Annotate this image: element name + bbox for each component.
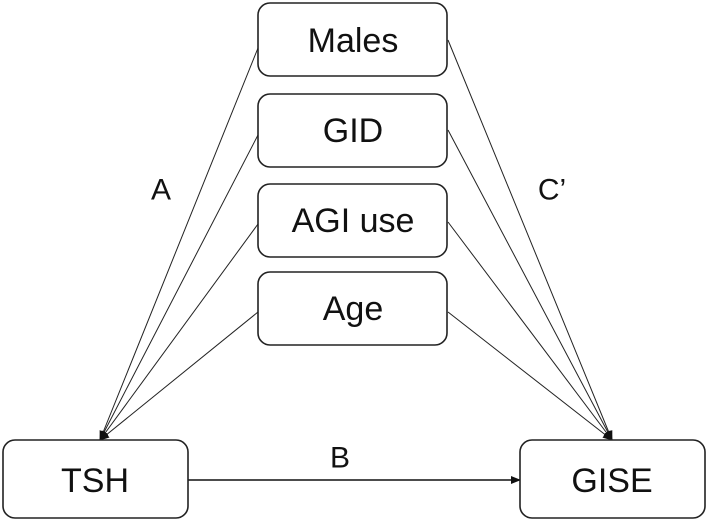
node-males-label: Males — [308, 22, 399, 60]
edge-age-to-gise — [447, 311, 613, 441]
node-gise: GISE — [519, 439, 706, 519]
edge-age-to-tsh — [99, 311, 259, 441]
node-age-label: Age — [323, 290, 384, 328]
edge-gid-to-tsh — [99, 134, 259, 441]
node-gid-label: GID — [323, 112, 383, 150]
edge-agi-to-gise — [447, 221, 613, 441]
node-age: Age — [257, 271, 448, 346]
edge-males-to-gise — [447, 39, 613, 441]
node-tsh-label: TSH — [61, 462, 129, 500]
path-label-c-prime: C’ — [538, 174, 566, 207]
edge-agi-to-tsh — [99, 223, 259, 441]
node-males: Males — [257, 2, 448, 77]
node-agi-use: AGI use — [257, 183, 448, 258]
edge-males-to-tsh — [99, 47, 259, 441]
node-agi-use-label: AGI use — [292, 202, 415, 240]
path-label-a: A — [151, 174, 171, 207]
node-tsh: TSH — [2, 439, 189, 519]
node-gise-label: GISE — [571, 462, 652, 500]
edge-gid-to-gise — [447, 129, 613, 441]
path-label-b: B — [330, 442, 350, 475]
node-gid: GID — [257, 93, 448, 168]
